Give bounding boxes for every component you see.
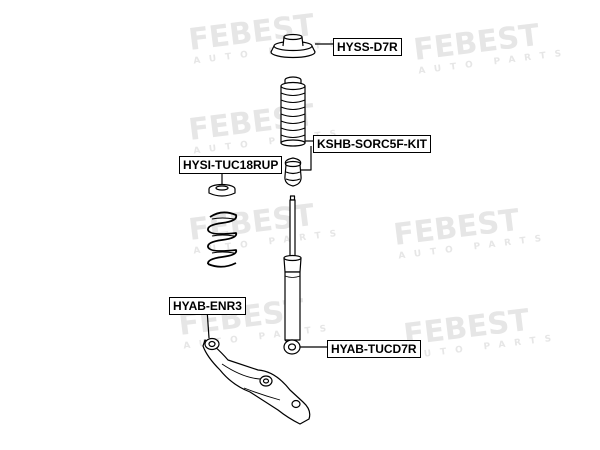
spring-insulator — [208, 172, 236, 197]
part-label-hyab-tucd7r[interactable]: HYAB-TUCD7R — [327, 340, 421, 358]
suspension-arm — [202, 308, 311, 425]
bump-stop — [284, 146, 312, 187]
watermark-low-right: FEBEST AUTO PARTS — [392, 203, 551, 262]
watermark-top-right: FEBEST AUTO PARTS — [412, 18, 571, 77]
strut-mount — [270, 33, 333, 59]
part-label-hysi-tuc18rup[interactable]: HYSI-TUC18RUP — [179, 156, 283, 174]
part-label-hyss-d7r[interactable]: HYSS-D7R — [333, 38, 402, 56]
dust-boot — [280, 76, 313, 147]
part-label-kshb-sorc5f-kit[interactable]: KSHB-SORC5F-KIT — [313, 135, 431, 153]
part-label-hyab-enr3[interactable]: HYAB-ENR3 — [169, 297, 246, 315]
shock-absorber — [283, 195, 327, 355]
coil-spring — [207, 211, 238, 268]
watermark-bottom-right: FEBEST AUTO PARTS — [402, 303, 561, 362]
watermark-top-left: FEBEST AUTO PARTS — [187, 8, 346, 67]
